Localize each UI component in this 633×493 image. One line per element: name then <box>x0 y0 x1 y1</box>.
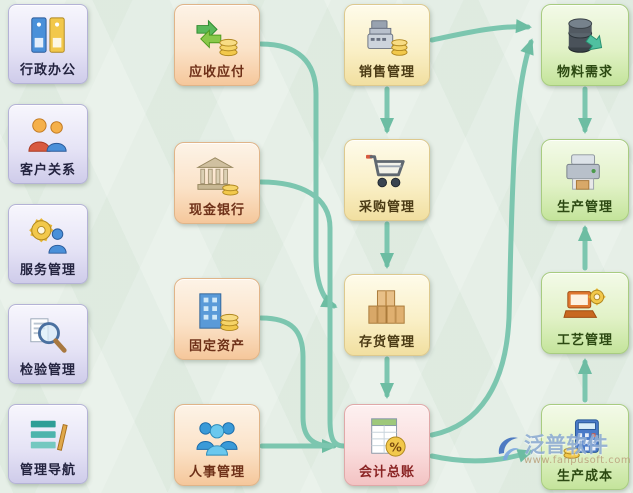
module-label: 客户关系 <box>19 163 76 178</box>
module-label: 销售管理 <box>358 65 415 80</box>
module-production-cost[interactable]: 生产成本 <box>541 404 629 490</box>
people-pair-icon <box>25 110 71 162</box>
boxes-icon <box>364 280 410 334</box>
laptop-gear-icon <box>562 278 608 332</box>
module-label: 人事管理 <box>188 465 245 480</box>
arrow-sales-to-material <box>429 19 532 43</box>
arrow-ledger-to-material <box>429 38 534 438</box>
module-label: 生产管理 <box>556 200 613 215</box>
list-pen-icon <box>25 410 71 462</box>
bank-coins-icon <box>194 148 240 202</box>
module-general-ledger[interactable]: % 会计总账 <box>344 404 430 486</box>
exchange-arrows-coins-icon <box>194 10 240 64</box>
cash-register-icon <box>364 10 410 64</box>
ledger-percent-icon: % <box>364 410 410 464</box>
module-hr-management[interactable]: 人事管理 <box>174 404 260 486</box>
arrow-ledger-to-cost <box>429 449 534 464</box>
module-fixed-assets[interactable]: 固定资产 <box>174 278 260 360</box>
module-label: 采购管理 <box>358 200 415 215</box>
calculator-coins-icon <box>562 410 608 468</box>
svg-text:%: % <box>389 439 402 454</box>
arrow-cashbank-to-ledger <box>258 179 347 449</box>
arrow-receivables-to-inventory <box>258 41 338 309</box>
module-cash-bank[interactable]: 现金银行 <box>174 142 260 224</box>
module-sales-management[interactable]: 销售管理 <box>344 4 430 86</box>
module-purchase-management[interactable]: 采购管理 <box>344 139 430 221</box>
module-receivables-payables[interactable]: 应收应付 <box>174 4 260 86</box>
module-label: 存货管理 <box>358 335 415 350</box>
gear-person-icon <box>25 210 71 262</box>
sidebar-item-management-navigation[interactable]: 管理导航 <box>8 404 88 484</box>
module-production-management[interactable]: 生产管理 <box>541 139 629 221</box>
module-label: 管理导航 <box>19 463 76 478</box>
sidebar-item-admin-office[interactable]: 行政办公 <box>8 4 88 84</box>
building-coins-icon <box>194 284 240 338</box>
module-label: 生产成本 <box>556 469 613 484</box>
module-process-management[interactable]: 工艺管理 <box>541 272 629 354</box>
binders-icon <box>25 10 71 62</box>
magnifier-document-icon <box>25 310 71 362</box>
module-label: 物料需求 <box>556 65 613 80</box>
sidebar-item-service-management[interactable]: 服务管理 <box>8 204 88 284</box>
module-label: 服务管理 <box>19 263 76 278</box>
sidebar-item-customer-relations[interactable]: 客户关系 <box>8 104 88 184</box>
module-label: 现金银行 <box>188 203 245 218</box>
module-label: 行政办公 <box>19 63 76 78</box>
people-group-icon <box>194 410 240 464</box>
arrow-assets-to-ledger <box>258 315 335 449</box>
module-material-requirements[interactable]: 物料需求 <box>541 4 629 86</box>
shopping-cart-icon <box>364 145 410 199</box>
module-label: 检验管理 <box>19 363 76 378</box>
module-label: 固定资产 <box>188 339 245 354</box>
module-label: 会计总账 <box>358 465 415 480</box>
module-inventory-management[interactable]: 存货管理 <box>344 274 430 356</box>
database-arrow-icon <box>562 10 608 64</box>
sidebar-item-inspection-management[interactable]: 检验管理 <box>8 304 88 384</box>
module-label: 应收应付 <box>188 65 245 80</box>
module-label: 工艺管理 <box>556 333 613 348</box>
machine-icon <box>562 145 608 199</box>
